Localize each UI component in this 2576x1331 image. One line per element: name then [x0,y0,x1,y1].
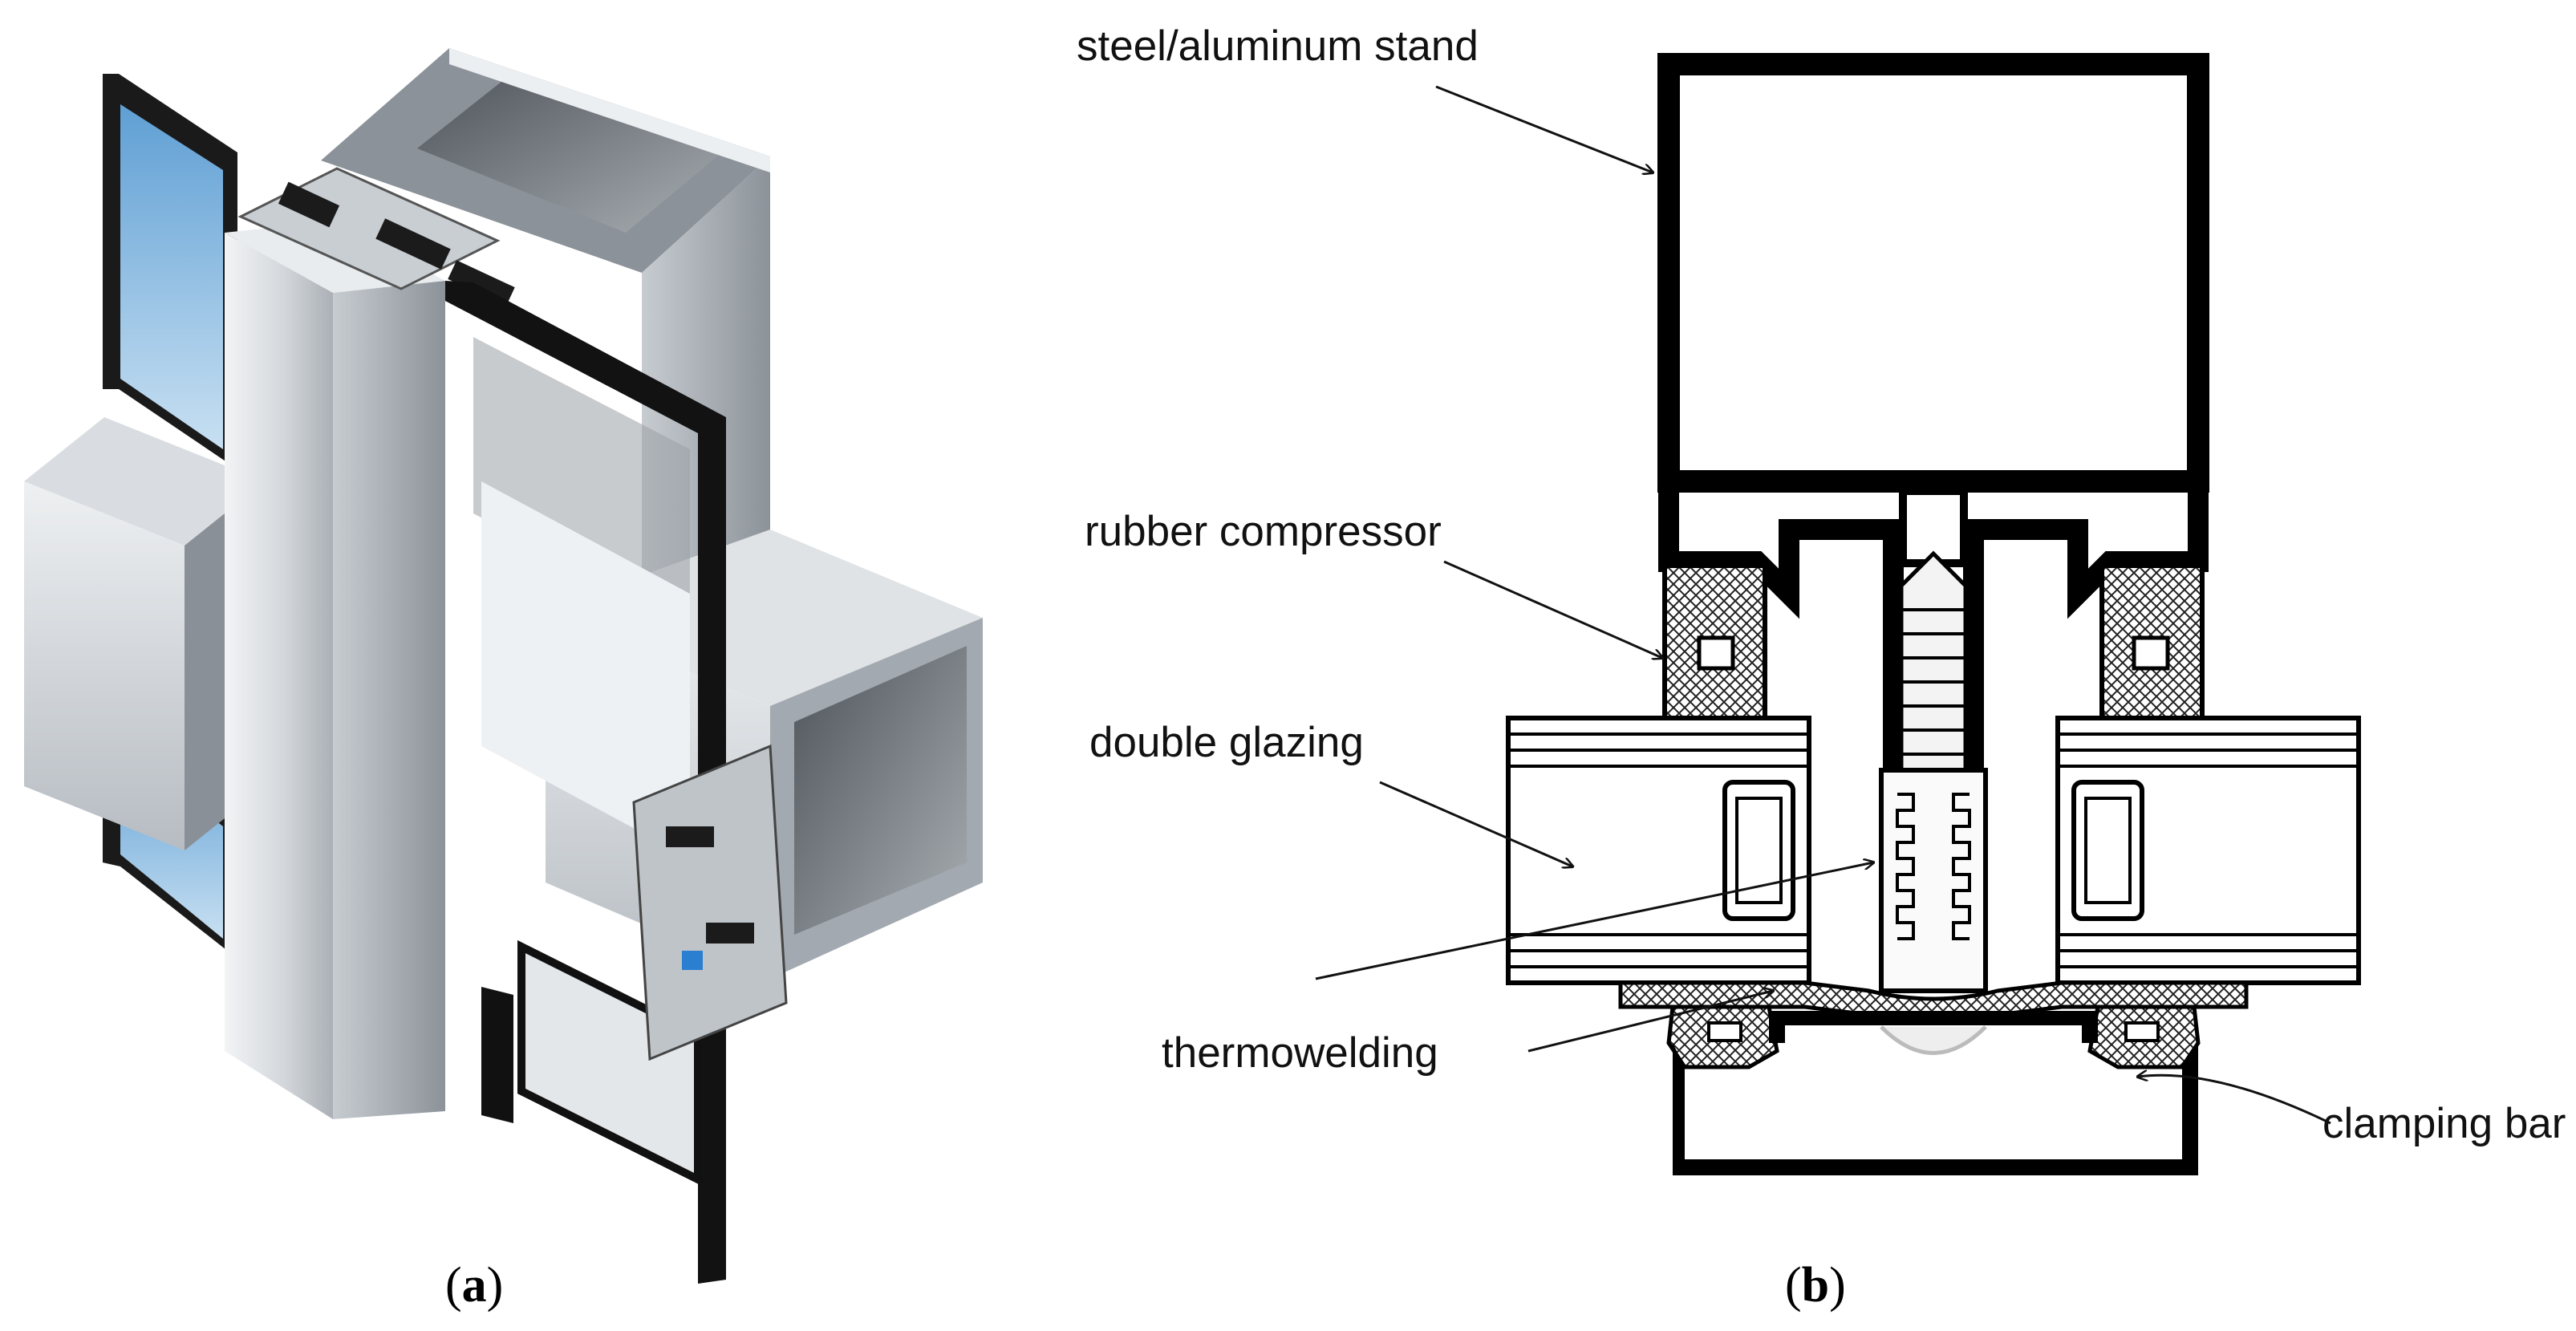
profile-section-top [237,167,515,306]
glass-pane-rear [103,74,237,469]
leader-lines [1315,85,2331,1125]
caption-a: (a) [445,1258,503,1313]
mullion-lower-strip [481,987,513,1123]
screw [1879,550,1988,1055]
caption-b: (b) [1785,1258,1846,1313]
panel-a-illustration [24,48,983,1284]
rubber-compressor-right [2099,563,2205,720]
leader-weld-upper [1315,862,1873,980]
leader-glazing [1379,781,1572,866]
leader-clamp [2138,1075,2331,1125]
bottom-gasket-left [1666,1004,1779,1069]
panel-b-section: steel/aluminum stand rubber compressor d… [1077,22,2566,1175]
label-double-glazing: double glazing [1089,719,1364,766]
leader-compressor [1443,560,1662,658]
label-steel-aluminum-stand: steel/aluminum stand [1077,22,1479,70]
double-glazing-right [2055,716,2361,985]
stand-box [1657,53,2209,493]
double-glazing-left [1506,716,1811,985]
label-thermowelding: thermowelding [1162,1029,1438,1077]
bottom-gasket-right [2087,1004,2201,1069]
label-rubber-compressor: rubber compressor [1085,508,1442,555]
leader-stand [1435,85,1653,172]
glass-pane-front [445,281,726,1284]
rubber-compressor-left [1662,563,1767,720]
mullion-front [225,221,445,1119]
profile-section-bottom [632,744,788,1061]
leader-weld-lower [1527,991,1773,1053]
label-clamping-bar: clamping bar [2322,1100,2566,1147]
